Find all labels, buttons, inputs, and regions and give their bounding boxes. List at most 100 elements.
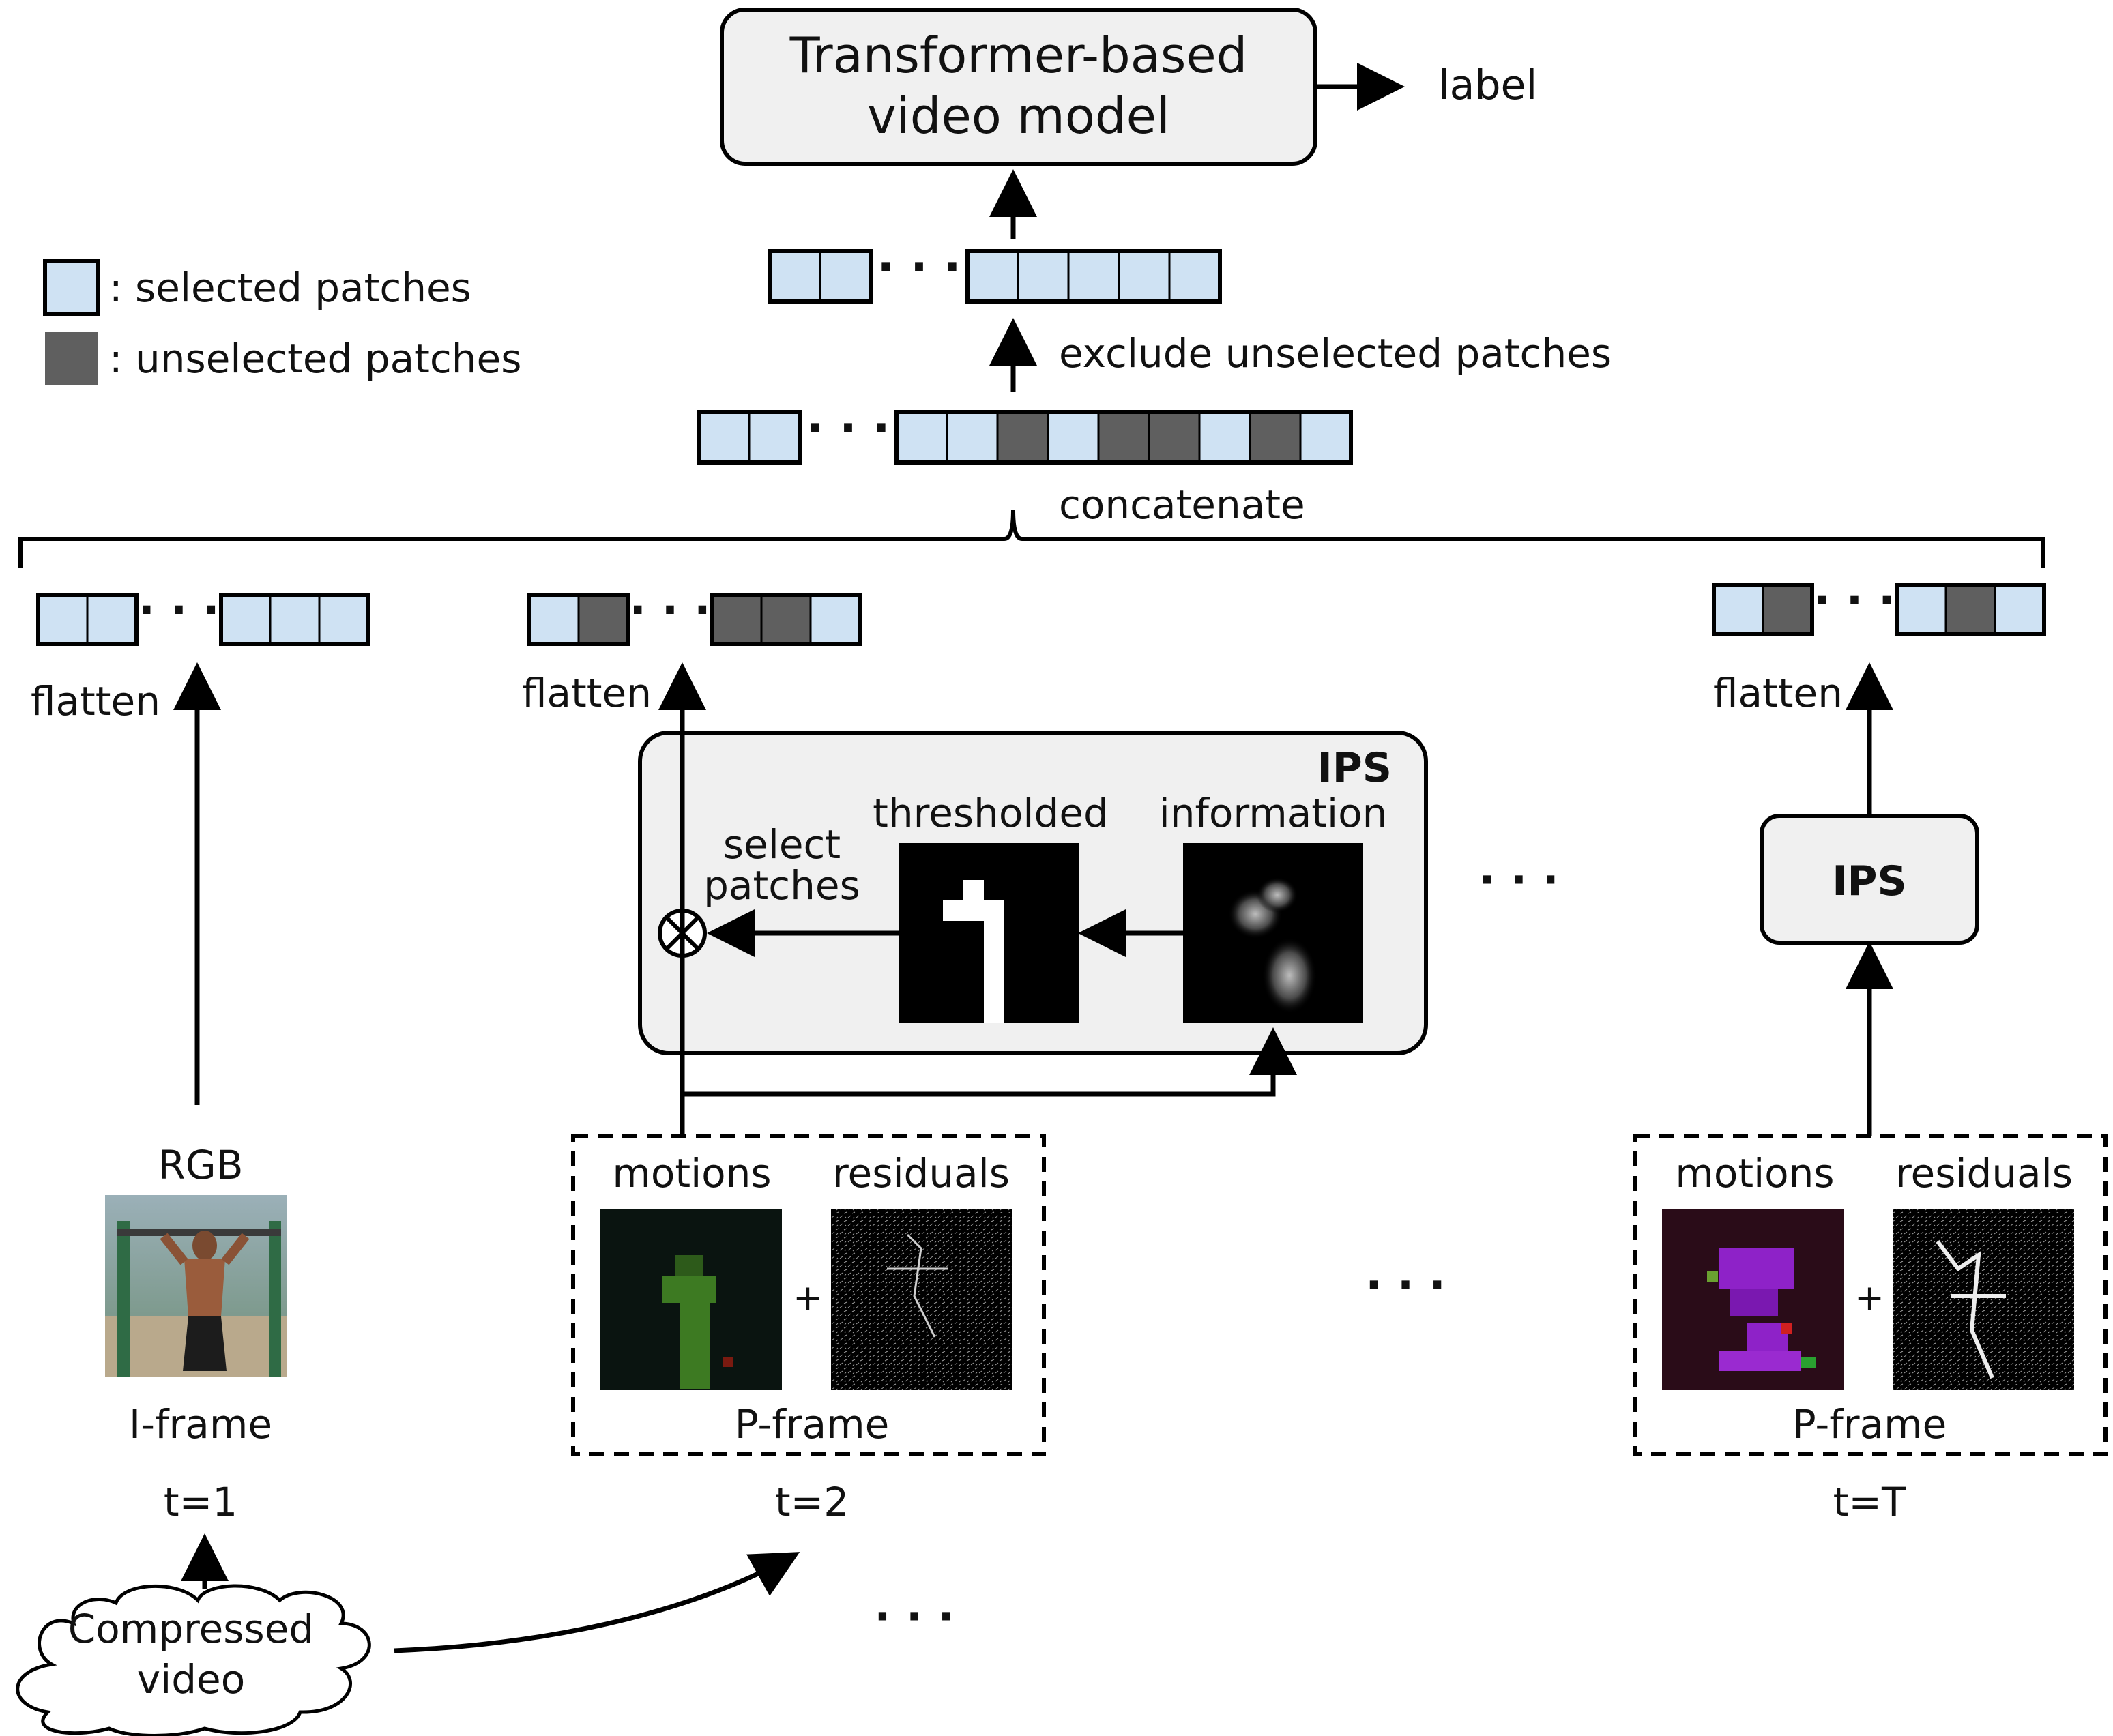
motions-map-t2 xyxy=(600,1209,782,1390)
tT-group-outline xyxy=(1712,583,1814,636)
information-label: information xyxy=(1159,790,1388,836)
concatenated-selected-patch xyxy=(697,411,751,464)
concatenated-selected-patch xyxy=(895,411,948,464)
time-label-tT: t=T xyxy=(1833,1479,1906,1525)
select-patches-label-line1: select xyxy=(723,821,841,868)
t1-selected-patch xyxy=(318,593,370,645)
concatenated-unselected-patch xyxy=(1097,411,1150,464)
concatenated-unselected-patch xyxy=(996,411,1049,464)
excluded-ellipsis: · · · xyxy=(877,240,961,293)
tT-unselected-patch xyxy=(1762,584,1813,636)
ips-title: IPS xyxy=(1317,744,1392,792)
t2-unselected-patch xyxy=(711,593,763,645)
flattened-sequence-tT: · · · xyxy=(1712,576,2046,636)
source-label-line2: video xyxy=(137,1656,245,1703)
concatenated-selected-patch xyxy=(1047,411,1100,464)
legend-selected-swatch xyxy=(43,259,100,316)
arrow-pframe-to-information xyxy=(682,1027,1297,1097)
flatten-label-t1: flatten xyxy=(31,678,160,724)
t1-selected-patch xyxy=(220,593,272,645)
tT-selected-patch xyxy=(1994,584,2045,636)
source-label-line1: Compressed xyxy=(68,1606,315,1652)
concatenate-step-label: concatenate xyxy=(1059,482,1305,528)
residuals-map-tT xyxy=(1893,1209,2074,1390)
excluded-selected-patch xyxy=(1017,250,1070,303)
flatten-label-t2: flatten xyxy=(522,670,652,716)
tT-selected-patch xyxy=(1713,584,1764,636)
concatenated-group-outline xyxy=(697,410,802,465)
time-label-t2: t=2 xyxy=(775,1479,849,1525)
model-title-line2: video model xyxy=(867,87,1170,145)
plus-tT: + xyxy=(1854,1278,1884,1319)
i-frame-label: I-frame xyxy=(129,1401,272,1447)
t1-ellipsis: · · · xyxy=(138,585,219,636)
tT-group-outline xyxy=(1895,583,2046,636)
legend: : selected patches : unselected patches xyxy=(43,259,521,385)
t2-selected-patch xyxy=(528,593,580,645)
information-map xyxy=(1183,843,1363,1023)
flattened-sequence-t2: · · · xyxy=(527,585,862,646)
concatenated-selected-patch xyxy=(1299,411,1352,464)
residuals-label-tT: residuals xyxy=(1895,1150,2073,1196)
legend-unselected-swatch xyxy=(45,332,98,385)
thresholded-map xyxy=(899,843,1079,1023)
tT-selected-patch xyxy=(1895,584,1947,636)
excluded-selected-patch xyxy=(819,250,872,303)
legend-unselected-label: : unselected patches xyxy=(109,336,521,382)
concatenate-brace xyxy=(18,510,2045,568)
t2-group-outline xyxy=(710,593,862,646)
concatenated-ellipsis: · · · xyxy=(806,401,890,454)
p-frame-label-t2: P-frame xyxy=(735,1401,890,1447)
tT-unselected-patch xyxy=(1944,584,1996,636)
concatenated-group-outline xyxy=(894,410,1353,465)
output-label: label xyxy=(1438,61,1537,109)
t1-selected-patch xyxy=(86,593,138,645)
exclude-step-label: exclude unselected patches xyxy=(1059,330,1612,377)
ellipsis-ips-row: · · · xyxy=(1478,855,1559,906)
motions-map-tT xyxy=(1662,1209,1844,1390)
ips-module-detailed: IPS thresholded information select patch… xyxy=(638,731,1428,1055)
excluded-group-outline xyxy=(768,249,873,304)
legend-selected-label: : selected patches xyxy=(109,265,471,311)
concatenated-selected-patch xyxy=(1198,411,1251,464)
t2-group-outline xyxy=(527,593,630,646)
ellipsis-frame-row: · · · xyxy=(1365,1261,1446,1311)
p-frame-label-tT: P-frame xyxy=(1792,1401,1947,1447)
t1-group-outline xyxy=(36,593,139,646)
ips-module-small: IPS xyxy=(1760,814,1979,945)
rgb-label: RGB xyxy=(158,1142,243,1188)
ips-small-label: IPS xyxy=(1832,857,1907,905)
excluded-selected-patch xyxy=(1067,250,1120,303)
t1-selected-patch xyxy=(269,593,321,645)
t2-unselected-patch xyxy=(577,593,629,645)
thresholded-label: thresholded xyxy=(873,790,1109,836)
transformer-model-box: Transformer-based video model xyxy=(720,8,1317,166)
tT-ellipsis: · · · xyxy=(1813,576,1895,627)
plus-t2: + xyxy=(793,1278,823,1319)
t2-unselected-patch xyxy=(760,593,812,645)
motions-label-t2: motions xyxy=(612,1150,771,1196)
residuals-label-t2: residuals xyxy=(832,1150,1010,1196)
residuals-map-t2 xyxy=(831,1209,1012,1390)
t1-group-outline xyxy=(219,593,370,646)
select-patches-label-line2: patches xyxy=(703,862,860,909)
concatenated-unselected-patch xyxy=(1249,411,1302,464)
excluded-selected-patch xyxy=(768,250,821,303)
compressed-video-cloud: Compressed video xyxy=(16,1584,371,1736)
i-frame-image xyxy=(105,1195,287,1377)
excluded-group-outline xyxy=(965,249,1222,304)
concatenated-unselected-patch xyxy=(1148,411,1201,464)
t1-selected-patch xyxy=(37,593,89,645)
model-title-line1: Transformer-based xyxy=(789,27,1248,84)
excluded-selected-patch xyxy=(966,250,1019,303)
arrow-source-to-t2 xyxy=(394,1552,800,1653)
concatenated-patch-sequence: · · · xyxy=(697,401,1353,465)
p-frame-t2-box: motions residuals + P-frame xyxy=(571,1134,1046,1456)
motions-label-tT: motions xyxy=(1675,1150,1834,1196)
excluded-patch-sequence: · · · xyxy=(768,240,1222,304)
t2-selected-patch xyxy=(809,593,861,645)
excluded-selected-patch xyxy=(1118,250,1171,303)
excluded-selected-patch xyxy=(1168,250,1221,303)
concatenated-selected-patch xyxy=(946,411,999,464)
